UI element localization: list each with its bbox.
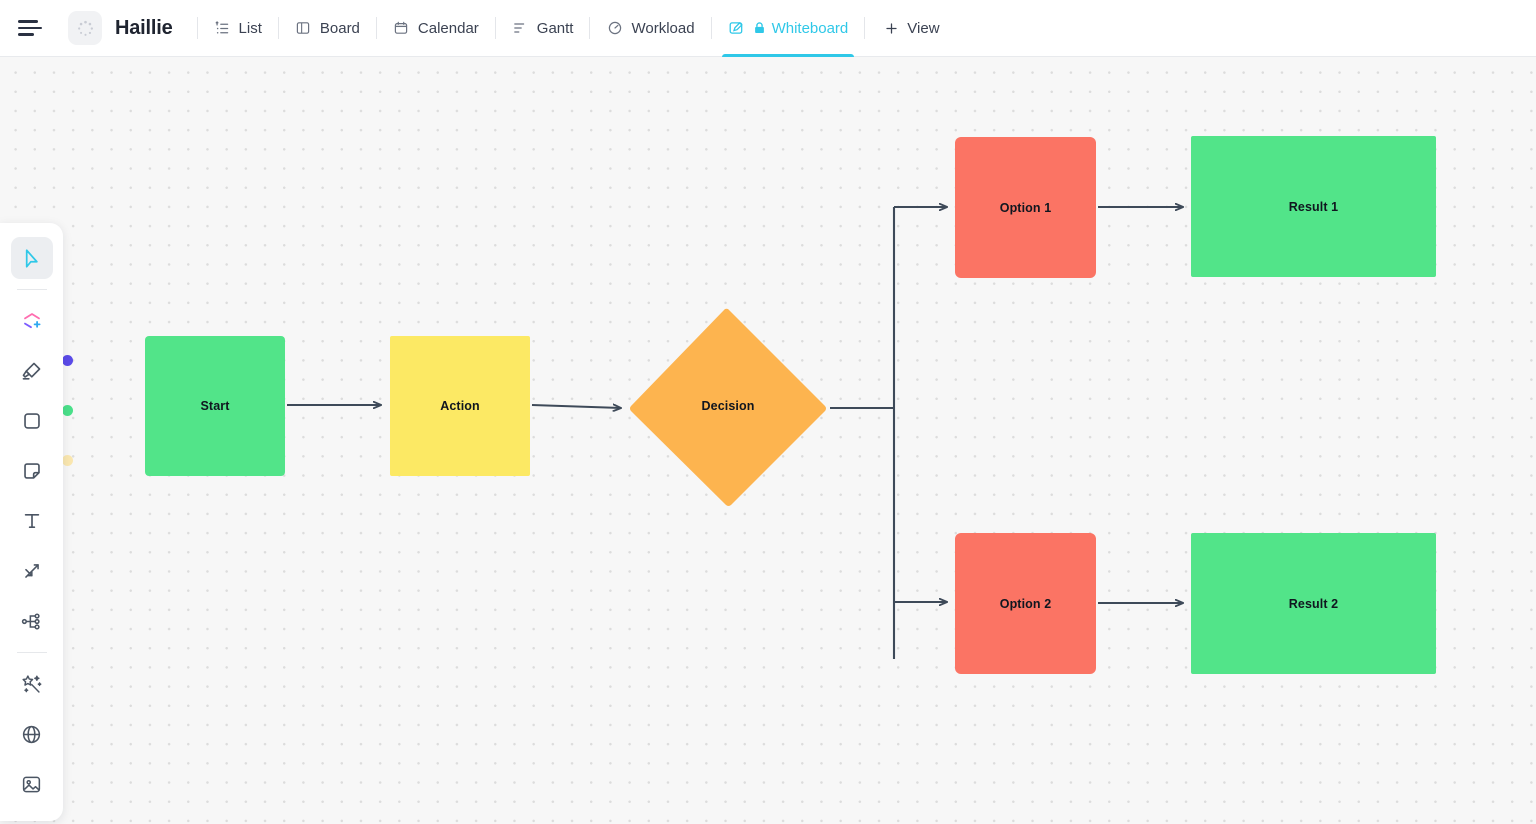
draw-tool[interactable]	[11, 350, 53, 392]
page-title: Haillie	[115, 16, 173, 39]
tab-divider	[589, 17, 591, 39]
tab-divider	[494, 17, 496, 39]
mindmap-icon	[21, 612, 40, 630]
node-decision[interactable]	[630, 308, 826, 506]
template-tool[interactable]	[11, 300, 53, 342]
flowchart-connectors	[287, 57, 1536, 659]
collaborator-dot-purple	[62, 355, 73, 366]
hamburger-menu-icon[interactable]	[14, 11, 48, 45]
tab-gantt-label: Gantt	[536, 19, 574, 37]
workload-icon	[606, 20, 623, 37]
loading-spinner-glyph	[77, 20, 93, 36]
node-start[interactable]: Start	[145, 336, 285, 476]
gantt-icon	[512, 20, 529, 37]
tab-calendar[interactable]: Calendar	[377, 0, 495, 57]
list-icon	[214, 20, 231, 37]
node-action[interactable]: Action	[390, 336, 530, 476]
embed-tool[interactable]	[11, 713, 53, 755]
node-result1[interactable]: Result 1	[1191, 136, 1436, 277]
shape-tool[interactable]	[11, 400, 53, 442]
loading-spinner-icon[interactable]	[68, 11, 102, 45]
tab-whiteboard[interactable]: Whiteboard	[712, 0, 865, 57]
node-option2[interactable]: Option 2	[955, 533, 1096, 674]
sticky-note-icon	[23, 463, 40, 479]
plus-icon	[883, 20, 900, 37]
magic-wand-icon	[22, 674, 42, 693]
view-tabs: List Board	[196, 0, 956, 57]
select-tool[interactable]	[10, 237, 53, 279]
connector-tool[interactable]	[11, 550, 53, 592]
node-option1-label: Option 1	[999, 200, 1052, 215]
tab-divider	[196, 17, 198, 39]
node-option2-label: Option 2	[999, 596, 1052, 611]
mindmap-tool[interactable]	[11, 600, 53, 642]
calendar-icon	[393, 20, 410, 37]
node-action-label: Action	[440, 399, 480, 413]
square-icon	[23, 413, 40, 429]
connector-icon	[24, 564, 39, 578]
node-decision-label: Decision	[701, 399, 755, 413]
node-start-label: Start	[200, 399, 230, 413]
lock-icon	[753, 21, 766, 36]
collaborator-dot-yellow	[62, 455, 73, 466]
tab-divider	[375, 17, 377, 39]
tab-workload[interactable]: Workload	[590, 0, 710, 57]
tab-whiteboard-label: Whiteboard	[771, 19, 849, 37]
node-result2-label: Result 2	[1288, 596, 1339, 611]
toolbar-divider	[16, 652, 47, 653]
tab-divider	[710, 17, 712, 39]
cursor-icon	[25, 248, 38, 268]
tab-board[interactable]: Board	[279, 0, 376, 57]
toolbar-divider	[16, 289, 47, 290]
sticky-note-tool[interactable]	[11, 450, 53, 492]
app-header: Haillie List	[0, 0, 1536, 57]
tab-gantt[interactable]: Gantt	[496, 0, 590, 57]
ai-tool[interactable]	[11, 663, 53, 705]
text-icon	[24, 513, 39, 529]
stack-plus-icon	[23, 313, 40, 329]
marker-pen-icon	[22, 362, 41, 380]
image-tool[interactable]	[11, 763, 53, 805]
whiteboard-toolbar	[0, 223, 63, 821]
tab-divider	[864, 17, 866, 39]
globe-icon	[22, 725, 41, 743]
node-result2[interactable]: Result 2	[1191, 533, 1436, 674]
whiteboard-canvas[interactable]: Start Action Decision Option 1 Result 1 …	[0, 57, 1536, 824]
add-view-button[interactable]: View	[865, 0, 955, 57]
tab-calendar-label: Calendar	[417, 19, 479, 37]
image-icon	[22, 776, 41, 792]
tab-list[interactable]: List	[198, 0, 278, 57]
collaborator-dot-green	[62, 405, 73, 416]
tab-divider	[277, 17, 279, 39]
node-option1[interactable]: Option 1	[955, 137, 1096, 278]
whiteboard-icon	[728, 20, 745, 37]
board-icon	[295, 20, 312, 37]
tab-board-label: Board	[319, 19, 360, 37]
node-result1-label: Result 1	[1288, 199, 1339, 214]
text-tool[interactable]	[11, 500, 53, 542]
tab-workload-label: Workload	[631, 19, 695, 37]
node-decision-label-wrap[interactable]: Decision	[628, 306, 828, 506]
add-view-label: View	[907, 19, 940, 37]
tab-list-label: List	[238, 19, 262, 37]
active-tab-underline	[721, 53, 855, 57]
